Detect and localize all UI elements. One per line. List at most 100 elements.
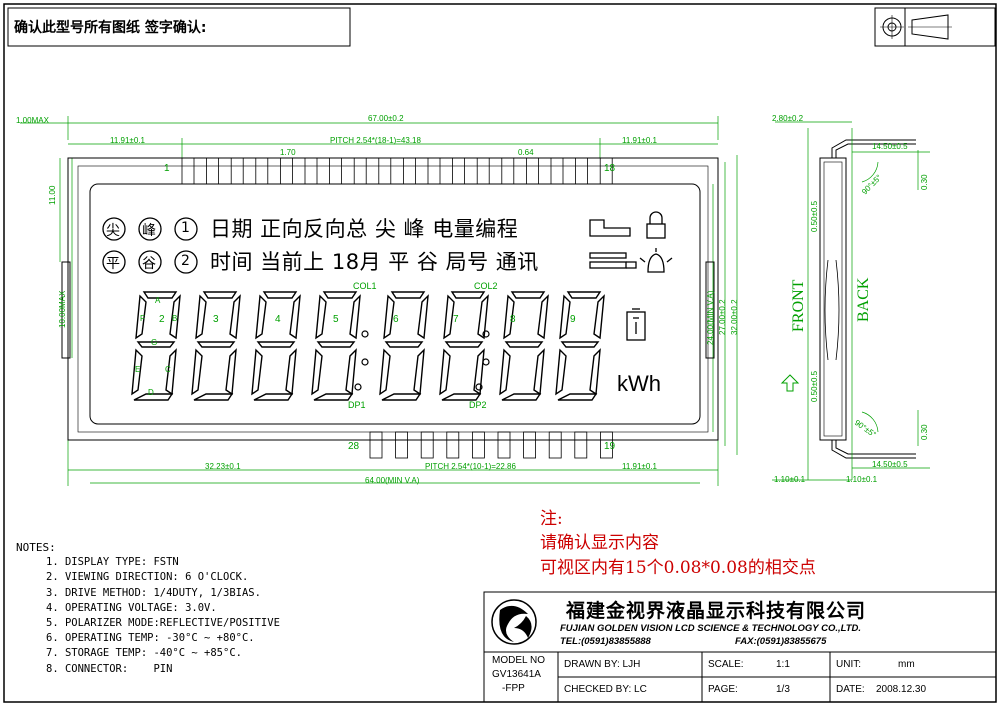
notes-block: NOTES: 1. DISPLAY TYPE: FSTN 2. VIEWING … [16, 540, 280, 677]
digit-segment [262, 291, 298, 299]
top-pin [476, 157, 490, 185]
digit-segment [131, 348, 143, 396]
seven-segment-digit [439, 291, 489, 401]
summit-icon-char: 峰 [142, 223, 156, 239]
top-pin [378, 157, 392, 185]
dim-height-11: 11.00 [48, 185, 57, 205]
dim-thickness-max: 1.00MAX [16, 116, 49, 125]
digit-segment [289, 294, 301, 340]
digit-segment [477, 294, 489, 340]
front-label: FRONT [790, 279, 807, 332]
pin-label-19: 19 [604, 441, 616, 452]
seg-a-label: A [155, 296, 161, 305]
col1-dot-top [361, 330, 369, 338]
digit-segment [450, 291, 486, 299]
digit-segment [383, 294, 395, 340]
digit-segment [229, 294, 241, 340]
dim-bottom-left: 32.23±0.1 [205, 462, 241, 471]
note-item: 1. DISPLAY TYPE: FSTN [46, 556, 179, 569]
digit-index-label: 2 [159, 314, 165, 325]
seg-d-label: D [148, 388, 154, 397]
seven-segment-digit [191, 291, 241, 401]
top-pin [402, 157, 416, 185]
alarm-bell-icon [639, 248, 673, 273]
one-icon-circle [174, 217, 198, 241]
lcd-row1-text: 日期 正向反向总 尖 峰 电量编程 [210, 217, 519, 241]
drawn-by: DRAWN BY: LJH [564, 659, 641, 670]
dim-1450-top: 14.50±0.5 [872, 142, 908, 151]
top-pin-row [181, 157, 613, 185]
dp2-dot [475, 383, 483, 391]
bottom-pin [471, 431, 485, 459]
digit-index-label: 5 [333, 314, 339, 325]
unit-label: UNIT: [836, 659, 861, 670]
top-pin [452, 157, 466, 185]
bottom-pin [446, 431, 460, 459]
seg-b-label: B [172, 314, 178, 323]
checked-by: CHECKED BY: LC [564, 684, 647, 695]
bottom-pin [420, 431, 434, 459]
digit-index-label: 7 [453, 314, 459, 325]
note-item: 5. POLARIZER MODE:REFLECTIVE/POSITIVE [46, 617, 280, 630]
digit-segment [135, 294, 147, 340]
date-value: 2008.12.30 [876, 684, 927, 695]
note-item: 6. OPERATING TEMP: -30°C ~ +80°C. [46, 632, 255, 645]
dim-va-height: 24.00(MIN V.A) [706, 290, 715, 345]
valley-icon-circle [138, 250, 162, 274]
bottom-pin [369, 431, 383, 459]
digit-segment [195, 294, 207, 340]
bottom-pin [574, 431, 588, 459]
dim-height-27: 27.00±0.2 [718, 299, 727, 335]
flat-icon-char: 平 [106, 256, 120, 272]
top-pin [230, 157, 244, 185]
seven-segment-digit [555, 291, 605, 401]
dim-030-top: 0.30 [920, 174, 929, 190]
dim-bottom-pitch: PITCH 2.54*(10-1)=22.86 [425, 462, 516, 471]
top-pin [304, 157, 318, 185]
digit-segment [322, 291, 358, 299]
digit-segment [165, 348, 177, 396]
seg-e-label: E [135, 365, 141, 374]
dim-050-b: 0.50±0.5 [810, 370, 819, 402]
dim-left-margin: 11.91±0.1 [110, 136, 145, 145]
digit-index-label: 9 [570, 314, 576, 325]
top-pin [550, 157, 564, 185]
bottom-pin [395, 431, 409, 459]
side-view [819, 139, 916, 459]
pin-label-28: 28 [348, 441, 360, 452]
dim-050-a: 0.50±0.5 [810, 200, 819, 232]
scale-label: SCALE: [708, 659, 744, 670]
remark-line2: 可视区内有15个0.08*0.08的相交点 [540, 558, 816, 578]
dp1-label: DP1 [348, 400, 366, 410]
top-pin [575, 157, 588, 185]
digit-segment [557, 393, 598, 401]
digit-segment [193, 393, 234, 401]
remark-title: 注: [540, 509, 563, 529]
digit-index-label: 4 [275, 314, 281, 325]
digit-segment [256, 341, 296, 348]
note-item: 8. CONNECTOR: PIN [46, 662, 173, 675]
seg-c-label: C [165, 365, 171, 374]
model-value: GV13641A [492, 669, 541, 680]
digit-segment [251, 348, 263, 396]
digit-segment [473, 348, 485, 396]
col1-dot-bottom [361, 358, 369, 366]
dim-pin-width-b: 0.64 [518, 148, 534, 157]
digit-index-label: 8 [510, 314, 516, 325]
digit-segment [413, 348, 425, 396]
company-name-en: FUJIAN GOLDEN VISION LCD SCIENCE & TECHN… [560, 623, 862, 634]
top-pin [501, 157, 515, 185]
date-label: DATE: [836, 684, 865, 695]
seg-f-label: F [140, 314, 145, 323]
top-pin [279, 157, 293, 185]
summit-icon-circle [138, 217, 162, 241]
up-arrow-icon [780, 374, 800, 392]
digit-segment [381, 393, 422, 401]
digit-segment [444, 341, 484, 348]
lcd-row2-text: 时间 当前上 18月 平 谷 局号 通讯 [210, 250, 539, 274]
digit-segment [537, 294, 549, 340]
digit-segment [379, 348, 391, 396]
seven-segment-digit [311, 291, 361, 401]
seven-segment-digits [131, 291, 605, 401]
